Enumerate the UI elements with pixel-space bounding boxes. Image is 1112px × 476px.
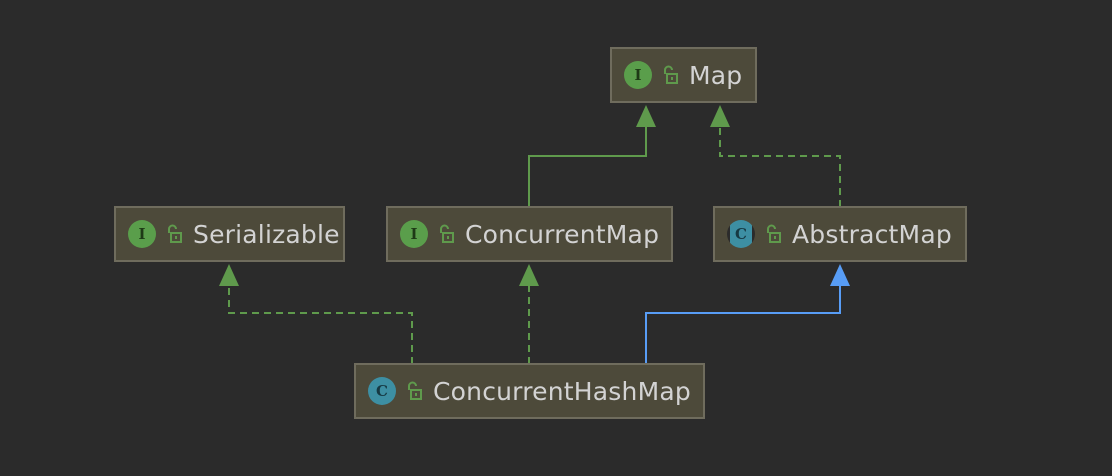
unlock-icon (664, 65, 678, 84)
abstract-class-icon: C (727, 220, 755, 248)
interface-icon: I (128, 220, 156, 248)
edge-concurrentmap-to-map (528, 105, 656, 207)
unlock-icon (767, 224, 781, 243)
edge-concurrenthashmap-to-concurrentmap (519, 264, 539, 364)
node-abstract-map[interactable]: C AbstractMap (713, 206, 967, 262)
node-concurrent-map[interactable]: I ConcurrentMap (386, 206, 673, 262)
unlock-icon (168, 224, 182, 243)
interface-icon: I (400, 220, 428, 248)
arrowhead (830, 264, 850, 286)
arrowhead (636, 105, 656, 127)
edge-abstractmap-to-map (710, 105, 841, 207)
interface-icon: I (624, 61, 652, 89)
class-icon: C (368, 377, 396, 405)
unlock-icon (408, 381, 422, 400)
node-serializable[interactable]: I Serializable (114, 206, 345, 262)
edge-concurrenthashmap-to-abstractmap (645, 264, 850, 364)
node-label: ConcurrentHashMap (433, 376, 691, 406)
node-concurrent-hash-map[interactable]: C ConcurrentHashMap (354, 363, 705, 419)
node-label: ConcurrentMap (465, 219, 660, 249)
node-map[interactable]: I Map (610, 47, 757, 103)
node-label: Serializable (193, 219, 340, 249)
unlock-icon (440, 224, 454, 243)
arrowhead (710, 105, 730, 127)
arrowhead (519, 264, 539, 286)
node-label: AbstractMap (792, 219, 952, 249)
edge-concurrenthashmap-to-serializable (219, 264, 413, 364)
node-label: Map (689, 60, 743, 90)
arrowhead (219, 264, 239, 286)
